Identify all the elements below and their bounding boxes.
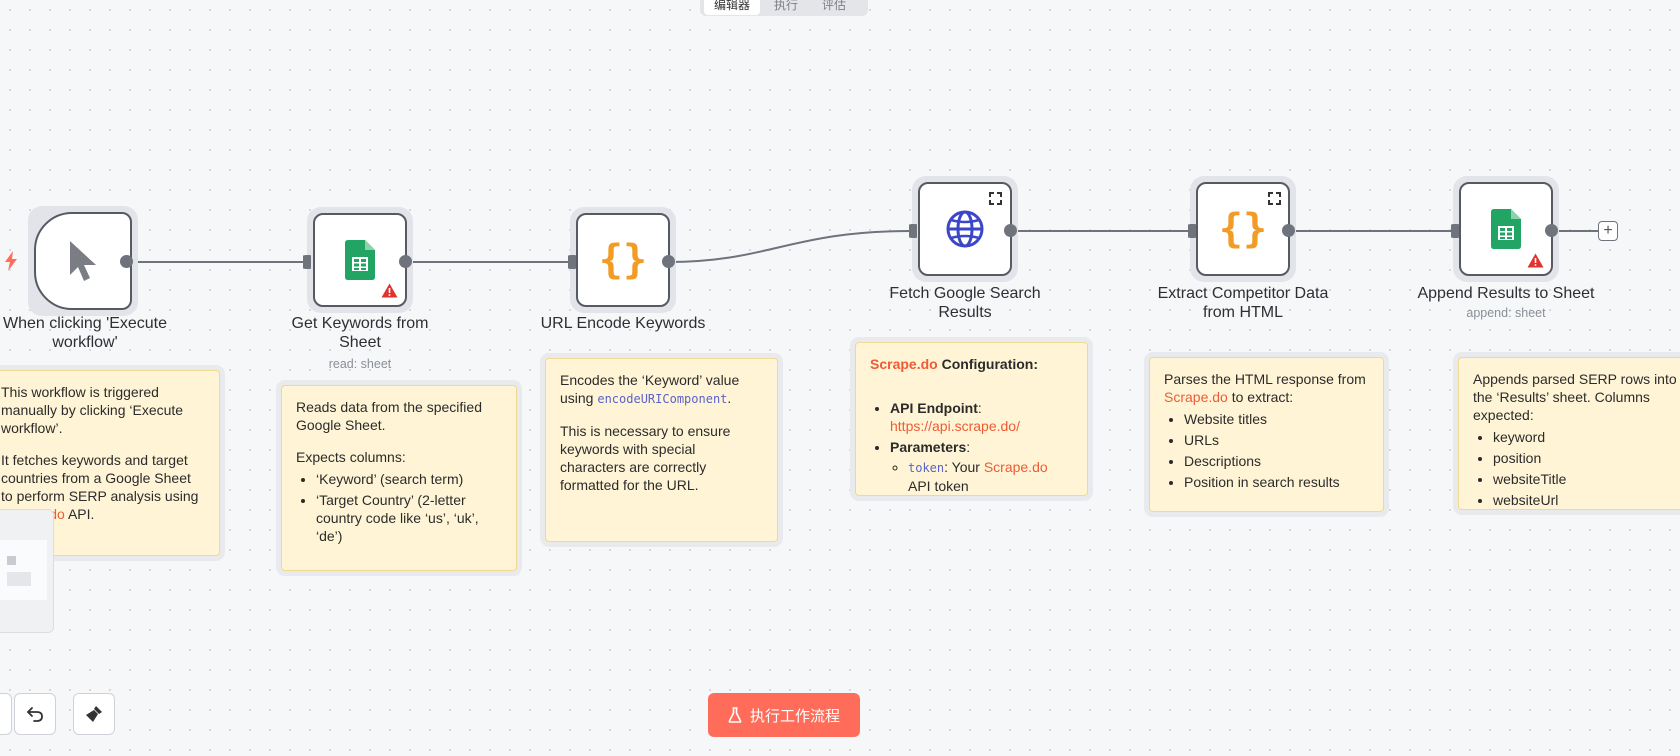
node-label: Fetch Google Search Results xyxy=(889,285,1041,321)
node-manual-trigger-box[interactable] xyxy=(34,212,132,310)
scrape-do-link[interactable]: Scrape.do xyxy=(983,459,1048,475)
tab-editor[interactable]: 编辑器 xyxy=(704,0,761,15)
sticky-note-fetch[interactable]: Scrape.do Configuration: API Endpoint:ht… xyxy=(855,342,1088,496)
tab-evaluations[interactable]: 评估 xyxy=(822,0,847,12)
tab-executions[interactable]: 执行 xyxy=(774,0,799,12)
node-url-encode-box[interactable]: {} xyxy=(576,213,670,307)
code-braces-icon: {} xyxy=(598,237,648,283)
node-extract-box[interactable]: {} xyxy=(1196,182,1290,276)
list-item: keyword xyxy=(1493,428,1677,446)
node-url-encode[interactable]: {} xyxy=(570,207,676,313)
node-extract-competitor-data[interactable]: {} xyxy=(1190,176,1296,282)
list-item: ‘Keyword’ (search term) xyxy=(316,470,502,488)
output-port[interactable] xyxy=(1004,224,1017,237)
output-port[interactable] xyxy=(399,255,412,268)
loading-spinner-icon xyxy=(1268,192,1281,205)
lightning-icon xyxy=(5,251,17,271)
code-braces-icon: {} xyxy=(1218,206,1268,252)
list-item: ‘Target Country’ (2-letter country code … xyxy=(316,491,502,545)
note-text: Appends parsed SERP rows into the ‘Resul… xyxy=(1473,371,1677,423)
note-text: It fetches keywords and target countries… xyxy=(1,452,199,522)
output-port[interactable] xyxy=(1545,224,1558,237)
note-list: keyword position websiteTitle websiteUrl xyxy=(1473,428,1677,509)
note-list: API Endpoint:https://api.scrape.do/ Para… xyxy=(870,399,1073,495)
sticky-note-get-keywords[interactable]: Reads data from the specified Google She… xyxy=(281,385,517,571)
scrape-do-link[interactable]: Scrape.do xyxy=(1164,389,1228,405)
globe-icon xyxy=(946,210,984,248)
note-text: This is necessary to ensure keywords wit… xyxy=(560,423,731,493)
node-label: Append Results to Sheet xyxy=(1417,285,1595,302)
list-item: websiteUrl xyxy=(1493,491,1677,509)
view-tabs: 编辑器 执行 评估 xyxy=(700,0,868,16)
note-text: Encodes the ‘Keyword’ value using encode… xyxy=(560,372,740,406)
sticky-note-extract[interactable]: Parses the HTML response from Scrape.do … xyxy=(1149,357,1384,512)
input-port[interactable] xyxy=(1452,224,1459,238)
note-text: Parses the HTML response from Scrape.do … xyxy=(1164,371,1366,405)
minimap-node xyxy=(7,556,16,565)
list-item: Position in search results xyxy=(1184,473,1369,491)
execute-workflow-button[interactable]: 执行工作流程 xyxy=(708,693,860,737)
minimap-viewport xyxy=(0,540,47,600)
list-item: API Endpoint:https://api.scrape.do/ xyxy=(890,399,1073,435)
list-item: websiteTitle xyxy=(1493,470,1677,488)
warning-icon[interactable] xyxy=(381,283,398,298)
node-fetch-box[interactable] xyxy=(918,182,1012,276)
output-port[interactable] xyxy=(662,255,675,268)
note-list: ‘Keyword’ (search term) ‘Target Country’… xyxy=(296,470,502,545)
node-label: URL Encode Keywords xyxy=(540,315,706,332)
clear-canvas-button[interactable] xyxy=(73,693,115,735)
node-subtitle: append: sheet xyxy=(1466,306,1546,320)
note-text: Expects columns: xyxy=(296,449,406,465)
output-port[interactable] xyxy=(120,255,133,268)
list-item: Website titles xyxy=(1184,410,1369,428)
add-node-button[interactable]: + xyxy=(1598,221,1618,241)
undo-icon xyxy=(27,707,43,722)
edge-url-encode-to-fetch xyxy=(667,230,912,263)
list-item: URLs xyxy=(1184,431,1369,449)
execute-workflow-label: 执行工作流程 xyxy=(749,707,840,725)
minimap-node xyxy=(7,572,31,586)
note-list: Website titles URLs Descriptions Positio… xyxy=(1164,410,1369,491)
scrape-do-link[interactable]: Scrape.do xyxy=(870,356,938,372)
sticky-note-url-encode[interactable]: Encodes the ‘Keyword’ value using encode… xyxy=(545,358,778,542)
code-snippet: encodeURIComponent xyxy=(597,392,728,406)
flask-icon xyxy=(728,707,742,723)
output-port[interactable] xyxy=(1282,224,1295,237)
node-label: Extract Competitor Data from HTML xyxy=(1157,285,1329,321)
list-item: token: Your Scrape.do API token xyxy=(908,458,1073,495)
input-port[interactable] xyxy=(910,224,917,238)
google-sheets-icon xyxy=(345,240,375,280)
cursor-icon xyxy=(70,241,96,281)
input-port[interactable] xyxy=(304,255,311,269)
note-text: Reads data from the specified Google She… xyxy=(296,399,482,433)
undo-button[interactable] xyxy=(14,693,56,735)
api-endpoint-link[interactable]: https://api.scrape.do/ xyxy=(890,418,1020,434)
node-subtitle: read: sheet xyxy=(328,357,392,371)
node-label: Get Keywords from Sheet xyxy=(291,315,429,351)
sticky-note-append[interactable]: Appends parsed SERP rows into the ‘Resul… xyxy=(1458,357,1680,510)
node-manual-trigger[interactable] xyxy=(28,206,138,316)
list-item: position xyxy=(1493,449,1677,467)
broom-icon xyxy=(86,706,102,722)
google-sheets-icon xyxy=(1491,209,1521,249)
note-text: This workflow is triggered manually by c… xyxy=(1,384,184,436)
note-title: Scrape.do Configuration: xyxy=(870,356,1039,372)
node-fetch-search-results[interactable] xyxy=(912,176,1018,282)
list-item: Descriptions xyxy=(1184,452,1369,470)
minimap[interactable] xyxy=(0,509,54,633)
warning-icon[interactable] xyxy=(1527,253,1544,268)
input-port[interactable] xyxy=(569,255,576,269)
input-port[interactable] xyxy=(1189,224,1196,238)
node-label: When clicking 'Execute workflow' xyxy=(2,315,167,351)
zoom-control-button[interactable] xyxy=(0,693,12,735)
list-item: Parameters: token: Your Scrape.do API to… xyxy=(890,438,1073,495)
loading-spinner-icon xyxy=(989,192,1002,205)
